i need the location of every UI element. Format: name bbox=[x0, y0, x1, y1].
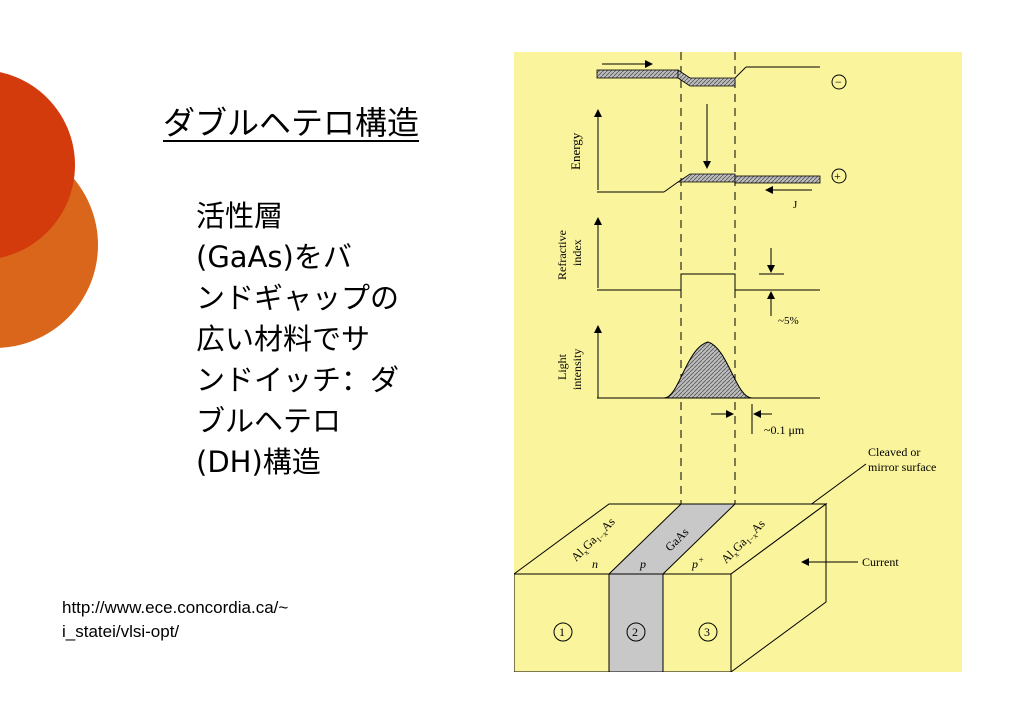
n-label: n bbox=[592, 557, 598, 571]
body-line: ブルヘテロ bbox=[196, 404, 342, 438]
j-label: J bbox=[793, 199, 798, 211]
refractive-label-1: Refractive bbox=[555, 230, 569, 280]
region-2-label: 2 bbox=[632, 625, 638, 639]
slide-title: ダブルヘテロ構造 bbox=[163, 104, 420, 142]
current-label: Current bbox=[862, 555, 899, 569]
conduction-band bbox=[596, 60, 820, 87]
pplus-label: p+ bbox=[691, 555, 704, 571]
region-1-label: 1 bbox=[559, 625, 565, 639]
region-3-circle bbox=[698, 622, 718, 642]
cleaved-label-1: Cleaved or bbox=[868, 445, 920, 459]
refractive-profile bbox=[597, 273, 820, 291]
region-2-circle bbox=[626, 622, 646, 642]
energy-label: Energy bbox=[568, 132, 583, 170]
dh-structure-figure: − Energy + J Refractive index ~5% Light … bbox=[514, 52, 962, 672]
um-label: ~0.1 μm bbox=[764, 423, 805, 437]
minus-symbol bbox=[831, 74, 847, 90]
body-text: 活性層 (GaAs)をバ ンドギャップの 広い材料でサ ンドイッチ：ダ ブルヘテ… bbox=[196, 196, 436, 483]
minus-sign: − bbox=[835, 75, 842, 89]
body-line: ンドギャップの bbox=[196, 281, 400, 315]
source-url[interactable]: http://www.ece.concordia.ca/~ i_statei/v… bbox=[62, 596, 288, 644]
body-line: 活性層 bbox=[196, 199, 284, 233]
dh-block bbox=[514, 503, 828, 672]
light-intensity-gaussian bbox=[663, 341, 753, 399]
refractive-label-2: index bbox=[570, 239, 584, 266]
body-line: ンドイッチ：ダ bbox=[196, 363, 400, 397]
plus-symbol bbox=[831, 168, 847, 184]
decorative-circles bbox=[0, 72, 98, 348]
p-label: p bbox=[639, 557, 646, 571]
light-label-1: Light bbox=[555, 353, 569, 380]
body-line: (DH)構造 bbox=[196, 445, 321, 479]
percent-label: ~5% bbox=[778, 315, 799, 327]
plus-sign: + bbox=[834, 169, 841, 183]
source-url-line[interactable]: i_statei/vlsi-opt/ bbox=[62, 622, 180, 641]
region-1-circle bbox=[553, 622, 573, 642]
valence-band bbox=[597, 173, 821, 194]
region-3-label: 3 bbox=[704, 625, 710, 639]
source-url-line[interactable]: http://www.ece.concordia.ca/~ bbox=[62, 598, 289, 617]
light-label-2: intensity bbox=[570, 349, 584, 390]
body-line: (GaAs)をバ bbox=[196, 240, 352, 274]
body-line: 広い材料でサ bbox=[196, 322, 371, 356]
cleaved-label-2: mirror surface bbox=[868, 460, 936, 474]
red-circle bbox=[0, 72, 75, 258]
